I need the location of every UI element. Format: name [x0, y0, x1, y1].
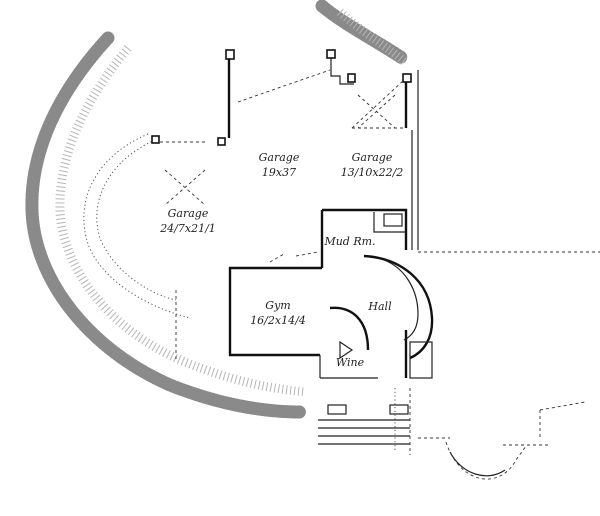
svg-text:16/2x14/4: 16/2x14/4: [250, 314, 306, 327]
svg-text:19x37: 19x37: [262, 166, 296, 179]
svg-text:24/7x21/1: 24/7x21/1: [159, 222, 216, 235]
svg-text:Garage: Garage: [259, 151, 300, 164]
svg-text:Gym: Gym: [265, 299, 290, 312]
room-label-garage-13-10x22-2: Garage 13/10x22/2: [341, 151, 404, 179]
svg-text:13/10x22/2: 13/10x22/2: [341, 166, 404, 179]
garage-structure: [151, 49, 600, 446]
entry-area: [318, 388, 527, 480]
room-label-garage-24-7x21-1: Garage 24/7x21/1: [159, 207, 216, 235]
room-label-garage-19x37: Garage 19x37: [259, 151, 300, 179]
interior-walls: [228, 208, 434, 379]
svg-text:Garage: Garage: [352, 151, 393, 164]
room-label-wine: Wine: [336, 356, 365, 369]
room-label-gym: Gym 16/2x14/4: [250, 299, 306, 327]
svg-text:Wine: Wine: [336, 356, 365, 369]
room-label-mud-room: Mud Rm.: [323, 235, 375, 248]
svg-text:Mud Rm.: Mud Rm.: [323, 235, 375, 248]
svg-text:Hall: Hall: [367, 300, 392, 313]
svg-text:Garage: Garage: [168, 207, 209, 220]
landscape-border: [25, 0, 409, 419]
room-label-hall: Hall: [367, 300, 392, 313]
